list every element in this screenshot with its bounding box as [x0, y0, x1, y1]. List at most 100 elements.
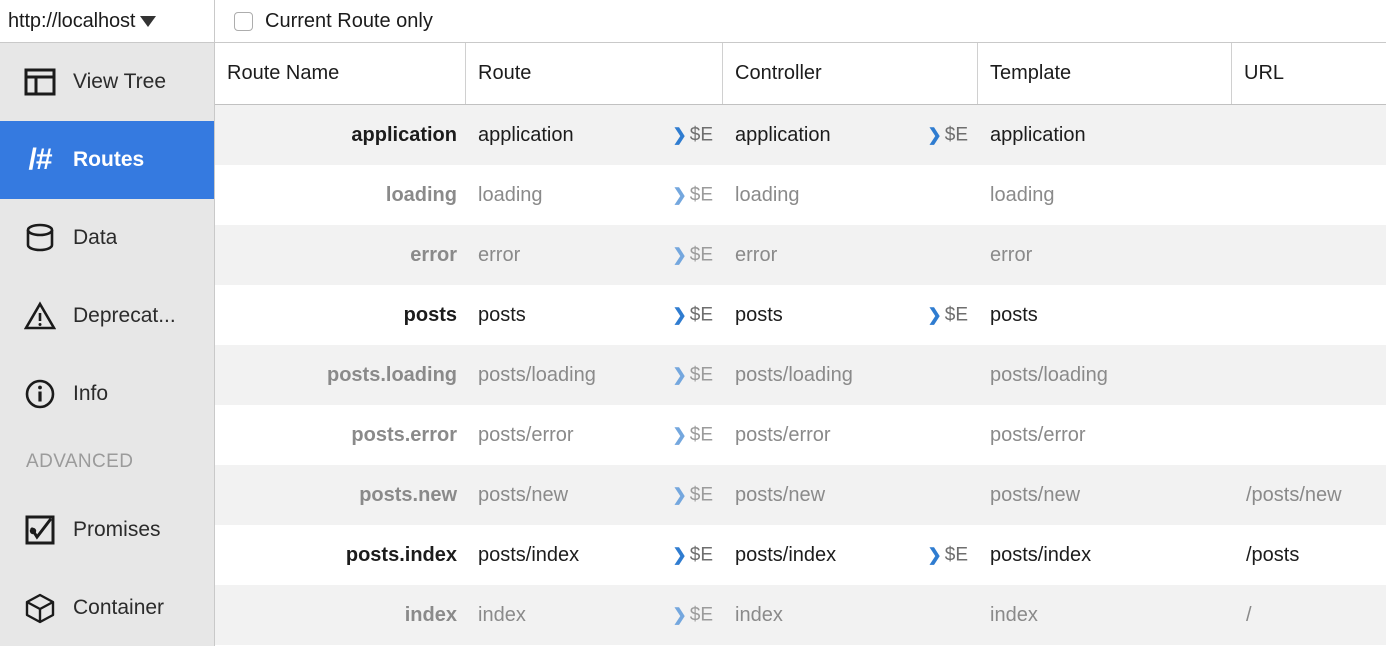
chevron-right-icon: ❯: [927, 305, 942, 325]
sidebar-item-label: View Tree: [73, 70, 166, 93]
cell-controller: posts/new: [723, 465, 978, 525]
column-header-template[interactable]: Template: [978, 43, 1232, 104]
send-to-console-button[interactable]: ❯$E: [928, 306, 969, 325]
cell-url: [1232, 345, 1386, 405]
chevron-right-icon: ❯: [927, 545, 942, 565]
table-row[interactable]: error error❯$E error error: [215, 225, 1386, 285]
cell-controller-text: posts/loading: [735, 363, 853, 386]
cell-template: posts: [978, 285, 1232, 345]
cell-template-text: error: [990, 243, 1033, 266]
cell-template: application: [978, 105, 1232, 165]
send-to-console-button[interactable]: ❯$E: [673, 306, 714, 325]
cell-url: /posts/new: [1246, 483, 1342, 506]
cell-controller: posts/index ❯$E: [723, 525, 978, 585]
chevron-right-icon: ❯: [672, 485, 687, 505]
chevron-down-icon: [140, 15, 157, 27]
cell-route-name: posts.loading: [327, 363, 457, 386]
cell-route: error❯$E: [466, 225, 723, 285]
cell-route-text: posts/index: [478, 543, 580, 566]
cell-url: [1232, 225, 1386, 285]
column-header-controller[interactable]: Controller: [723, 43, 978, 104]
sidebar-item-promises[interactable]: Promises: [0, 491, 214, 569]
column-header-route[interactable]: Route: [466, 43, 723, 104]
current-route-only-checkbox[interactable]: [234, 11, 253, 31]
send-to-console-button[interactable]: ❯$E: [673, 426, 714, 445]
sidebar-item-routes[interactable]: /# Routes: [0, 121, 214, 199]
cell-template: posts/error: [978, 405, 1232, 465]
sidebar-item-info[interactable]: Info: [0, 355, 214, 433]
sidebar: View Tree /# Routes Data Deprecat...: [0, 43, 215, 646]
send-to-console-button[interactable]: ❯$E: [673, 606, 714, 625]
send-to-console-button[interactable]: ❯$E: [673, 366, 714, 385]
send-to-console-button[interactable]: ❯$E: [673, 126, 714, 145]
cell-url: [1232, 405, 1386, 465]
chevron-right-icon: ❯: [672, 545, 687, 565]
cell-route-name: application: [351, 123, 457, 146]
cell-template-text: application: [990, 123, 1086, 146]
cell-template-text: posts/error: [990, 423, 1086, 446]
cell-route: application❯$E: [466, 105, 723, 165]
send-to-console-label: $E: [689, 364, 713, 386]
cell-controller-text: error: [735, 243, 778, 266]
current-route-only-label[interactable]: Current Route only: [265, 9, 433, 32]
cell-template: posts/index: [978, 525, 1232, 585]
send-to-console-button[interactable]: ❯$E: [928, 126, 969, 145]
cell-controller: error: [723, 225, 978, 285]
sidebar-item-container[interactable]: Container: [0, 569, 214, 646]
cell-route-text: posts: [478, 303, 526, 326]
send-to-console-button[interactable]: ❯$E: [673, 546, 714, 565]
cell-route-name: index: [404, 603, 457, 626]
sidebar-item-data[interactable]: Data: [0, 199, 214, 277]
send-to-console-label: $E: [689, 544, 713, 566]
send-to-console-label: $E: [689, 244, 713, 266]
chevron-right-icon: ❯: [672, 245, 687, 265]
cell-controller: posts/error: [723, 405, 978, 465]
sidebar-item-deprecations[interactable]: Deprecat...: [0, 277, 214, 355]
cell-route-text: posts/new: [478, 483, 569, 506]
cell-template-text: posts/new: [990, 483, 1081, 506]
column-header-route-name[interactable]: Route Name: [215, 43, 466, 104]
sidebar-item-label: Data: [73, 226, 118, 249]
app-picker-dropdown[interactable]: http://localhost: [0, 0, 215, 42]
cell-template-text: loading: [990, 183, 1055, 206]
chevron-right-icon: ❯: [672, 365, 687, 385]
send-to-console-button[interactable]: ❯$E: [673, 486, 714, 505]
cell-route: index ❯$E: [466, 585, 723, 645]
cube-icon: [22, 590, 58, 626]
cell-template: index: [978, 585, 1232, 645]
send-to-console-label: $E: [689, 304, 713, 326]
cell-controller: posts ❯$E: [723, 285, 978, 345]
send-to-console-button[interactable]: ❯$E: [928, 546, 969, 565]
sidebar-item-view-tree[interactable]: View Tree: [0, 43, 214, 121]
send-to-console-label: $E: [944, 304, 968, 326]
cell-controller-text: application: [735, 123, 831, 146]
cell-controller: index: [723, 585, 978, 645]
cell-route-name: error: [410, 243, 457, 266]
toolbar: http://localhost Current Route only: [0, 0, 1386, 43]
cell-template-text: posts: [990, 303, 1038, 326]
cell-template-text: posts/index: [990, 543, 1092, 566]
cell-template: posts/new: [978, 465, 1232, 525]
send-to-console-button[interactable]: ❯$E: [673, 186, 714, 205]
cell-controller-text: posts: [735, 303, 783, 326]
cell-controller: posts/loading: [723, 345, 978, 405]
cell-url: [1232, 285, 1386, 345]
cell-route-text: index: [478, 603, 526, 626]
cell-controller-text: loading: [735, 183, 800, 206]
cell-controller-text: posts/index: [735, 543, 837, 566]
send-to-console-button[interactable]: ❯$E: [673, 246, 714, 265]
sidebar-item-label: Deprecat...: [73, 304, 176, 327]
send-to-console-label: $E: [689, 184, 713, 206]
slash-hash-icon: /#: [28, 143, 52, 176]
column-header-url[interactable]: URL: [1244, 62, 1285, 84]
cell-controller-text: posts/new: [735, 483, 826, 506]
